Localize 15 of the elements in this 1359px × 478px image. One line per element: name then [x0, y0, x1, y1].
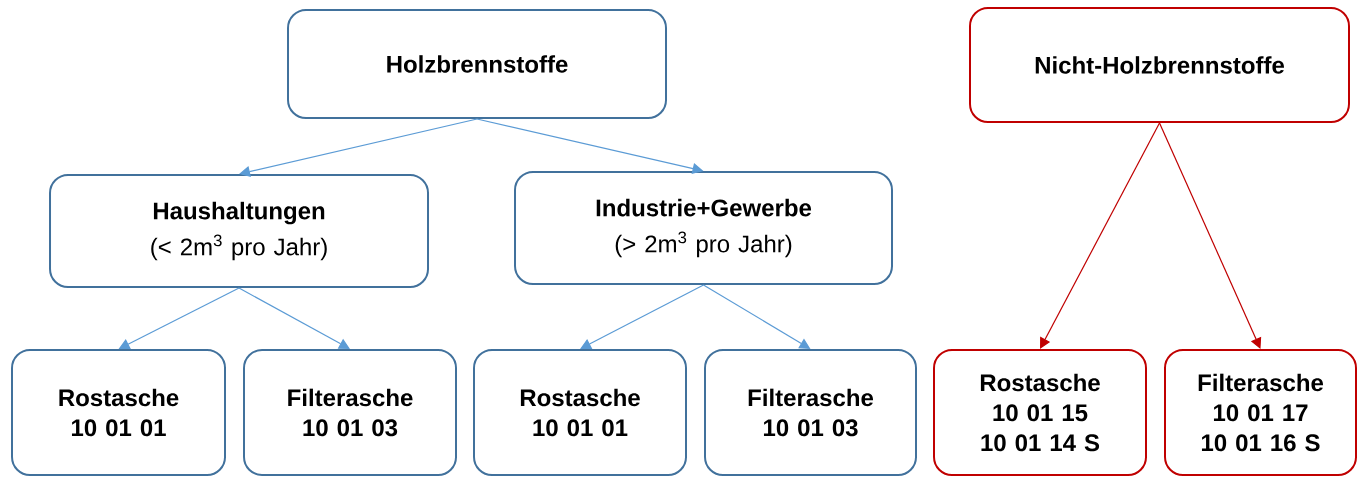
- category-box: Holzbrennstoffe: [287, 9, 667, 119]
- ash-box: Rostasche 10 01 01: [11, 349, 226, 476]
- category-box: Haushaltungen (< 2m$^{3}$ pro Jahr): [49, 174, 429, 288]
- ash-box: Rostasche 10 01 15 10 01 14 S: [933, 349, 1147, 476]
- arrow: [1158, 122, 1262, 349]
- arrow: [238, 287, 350, 349]
- arrow: [239, 118, 478, 178]
- arrow: [580, 284, 705, 349]
- category-box: Industrie+Gewerbe (> 2m$^{3}$ pro Jahr): [514, 171, 893, 285]
- ash-box: Filterasche 10 01 03: [243, 349, 457, 476]
- category-box: Nicht-Holzbrennstoffe: [969, 7, 1350, 123]
- ash-box: Filterasche 10 01 17 10 01 16 S: [1164, 349, 1357, 476]
- ash-box: Rostasche 10 01 01: [473, 349, 687, 476]
- ash-box: Filterasche 10 01 03: [704, 349, 917, 476]
- arrow: [1040, 122, 1161, 349]
